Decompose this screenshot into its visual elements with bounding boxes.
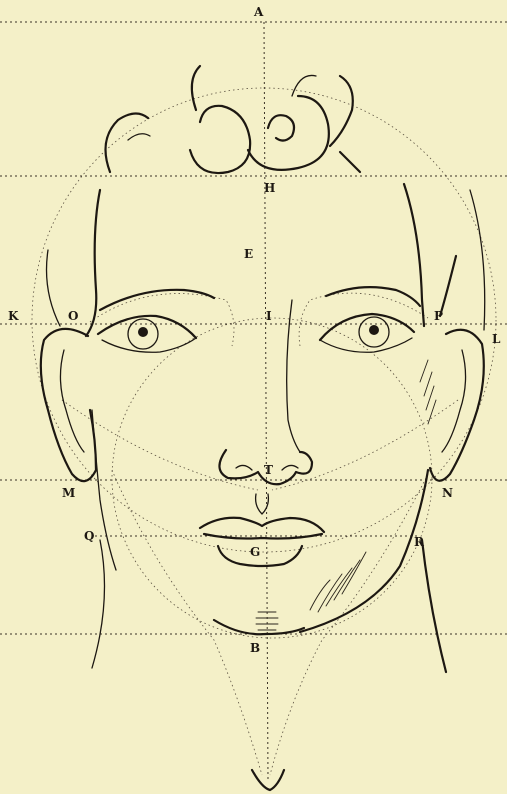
eye-right-upper-lid [320,314,414,340]
guide-brow-left [90,294,234,346]
hair-curl-9 [340,152,360,172]
label-t: T [264,463,273,477]
hair-curl-5 [248,96,329,170]
guide-circle-face [112,318,432,638]
letter-labels: A H E K O I P L T M N Q R G B [8,5,501,655]
hair-side-right [440,256,456,316]
hair-curl-8 [330,76,353,146]
hair-curl-3 [192,66,200,110]
neck-right [422,540,446,672]
temple-right [404,184,424,326]
hatch-beard-1 [310,580,330,610]
eye-right-pupil [369,325,379,335]
guide-diagonal-right [272,400,458,490]
ear-left-inner [60,350,84,452]
chin-line [214,620,304,634]
shading-hatches [256,360,436,630]
eye-left-lower-lid [102,338,196,352]
eyes [98,314,414,352]
label-m: M [62,486,75,500]
guide-line-center [264,22,268,780]
nostril-right [282,465,298,470]
ear-left-outer [41,329,96,481]
label-p: P [434,309,443,323]
construction-guides [0,22,507,780]
label-g: G [250,545,260,559]
hair-right-outer [470,190,485,330]
neck-left [92,540,105,668]
hair-side-left [47,250,61,326]
hair-curl-7 [292,75,316,96]
hair-curl-4 [190,106,250,173]
label-n: N [442,486,453,500]
label-h: H [264,181,275,195]
hair-curl-6 [268,115,294,140]
label-o: O [68,309,78,323]
hatch-cheek-2 [424,372,432,396]
hatch-cheek-3 [426,386,434,410]
label-b: B [250,641,260,655]
hatch-cheek-1 [420,360,428,382]
guide-cone-right [270,470,430,775]
label-e: E [244,247,253,261]
upper-lip [200,518,324,532]
nostril-left [236,465,252,470]
ears [41,329,484,481]
eye-left-pupil [138,327,148,337]
cheek-left [92,410,116,570]
hatch-cheek-4 [428,400,436,424]
ear-right-outer [430,330,484,481]
hatch-beard-5 [342,552,366,594]
guide-cone-left [112,470,262,775]
hair-curl-1 [106,113,149,172]
label-q: Q [84,529,94,543]
jaw-right [300,470,428,632]
nose-bridge-right [287,300,300,452]
label-k: K [8,309,19,323]
guide-brow-right [299,293,428,346]
mouth-line [204,534,322,539]
mouth [200,494,324,566]
label-i: I [266,309,272,323]
ear-right-inner [442,350,466,452]
eyebrow-right [326,287,420,306]
hatch-beard-3 [326,568,352,606]
label-a: A [253,5,264,19]
hair-curls [106,66,361,173]
eyebrows [100,287,420,310]
hair-curl-2 [128,134,150,140]
label-r: R [414,535,425,549]
eyebrow-left [100,290,214,310]
label-l: L [492,332,501,346]
temple-left [86,190,100,336]
